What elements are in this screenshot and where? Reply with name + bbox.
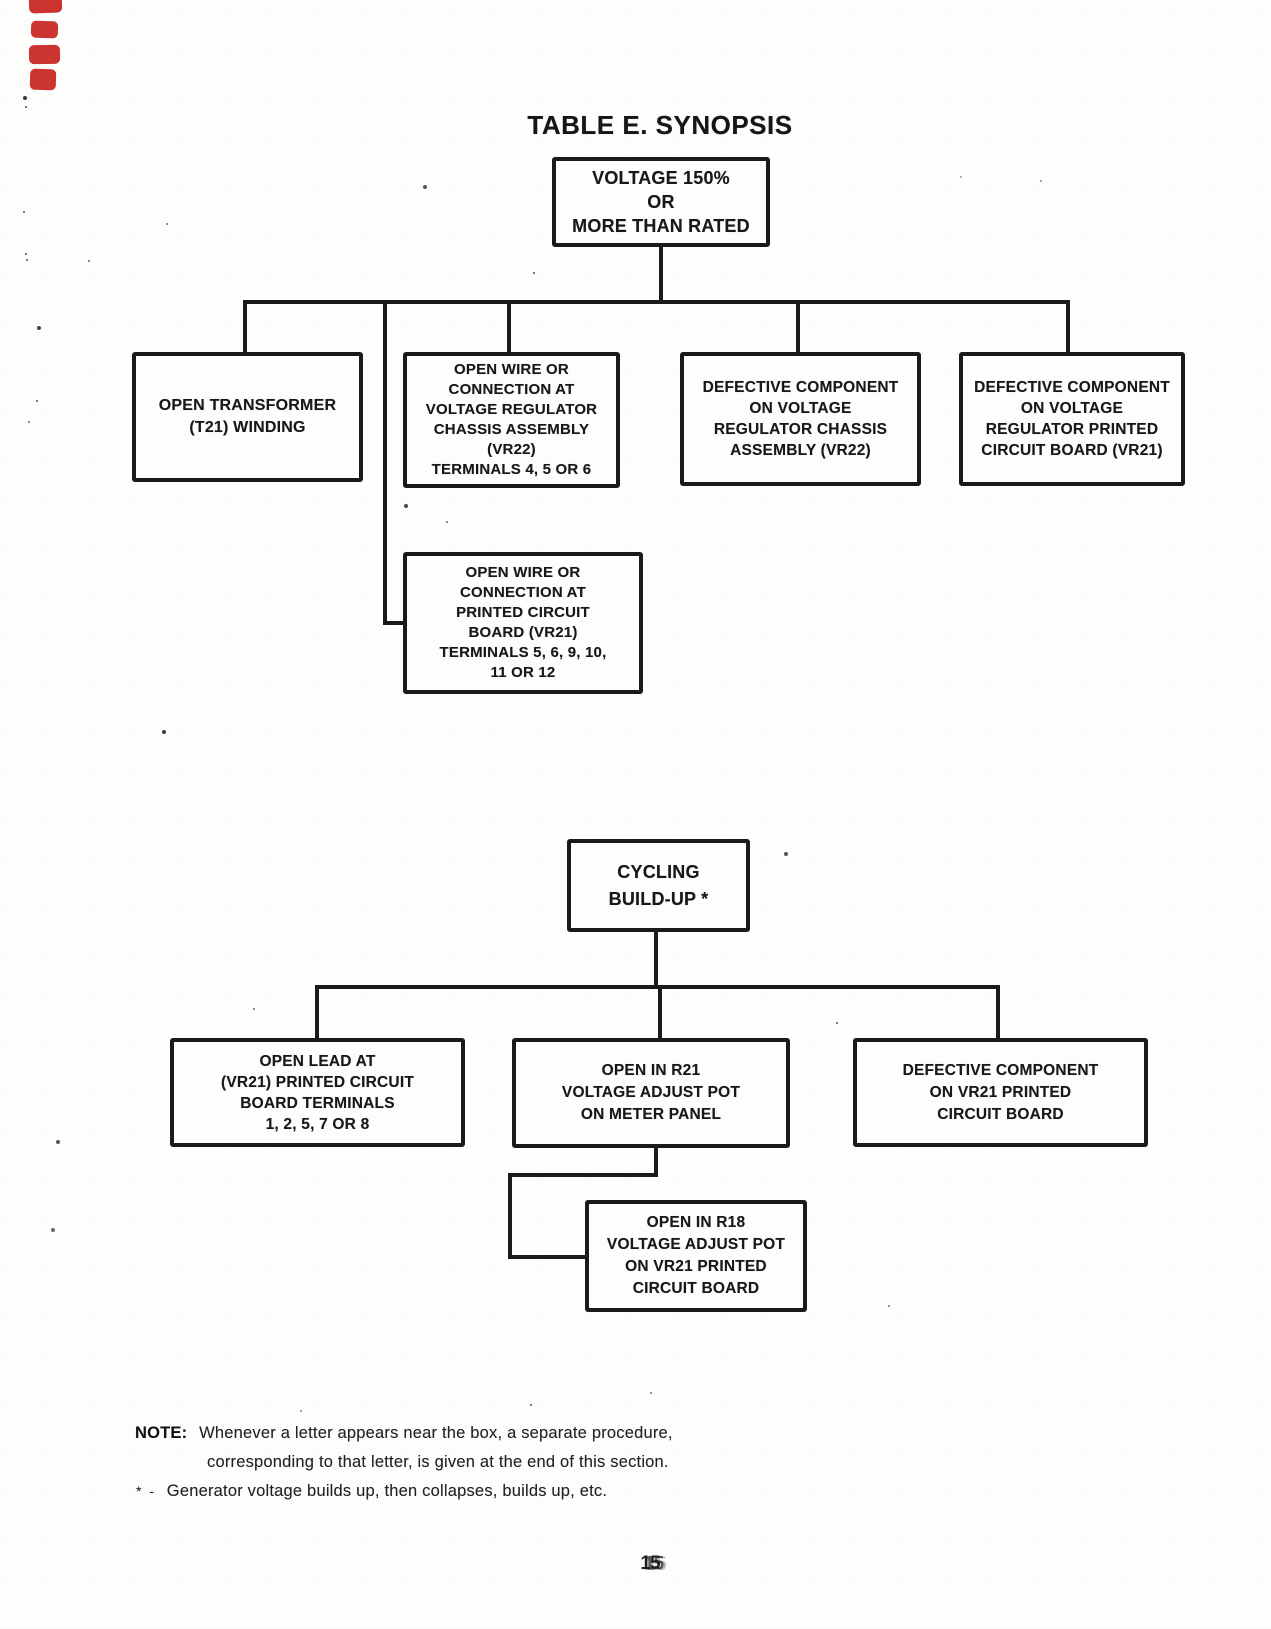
connector-tree2-z-vertical: [508, 1173, 512, 1259]
red-stamp-mark: [28, 0, 63, 14]
connector-tree2-bar: [315, 985, 1000, 989]
scan-noise-specks: [0, 0, 2, 2]
flowchart-box-open-lead-vr21: OPEN LEAD AT (VR21) PRINTED CIRCUIT BOAR…: [170, 1038, 465, 1147]
connector-tree2-root-stem: [654, 930, 658, 989]
note-line-1-text: Whenever a letter appears near the box, …: [199, 1424, 673, 1442]
page-title: TABLE E. SYNOPSIS: [527, 110, 793, 140]
connector-tree2-z-top: [508, 1173, 658, 1177]
flowchart-box-open-transformer: OPEN TRANSFORMER (T21) WINDING: [132, 352, 363, 482]
connector-tree1-drop-1: [243, 300, 247, 354]
flowchart-box-defective-vr22: DEFECTIVE COMPONENT ON VOLTAGE REGULATOR…: [680, 352, 921, 486]
footnote-line: * - Generator voltage builds up, then co…: [136, 1482, 607, 1501]
connector-tree2-z-stub: [654, 1146, 658, 1177]
note-line-2: corresponding to that letter, is given a…: [207, 1453, 669, 1472]
flowchart-box-cycling-buildup: CYCLING BUILD-UP *: [567, 839, 750, 932]
connector-tree1-root-stem: [659, 245, 663, 304]
note-line-2-text: corresponding to that letter, is given a…: [207, 1453, 669, 1471]
connector-tree2-drop-2: [658, 985, 662, 1040]
flowchart-box-voltage-150: VOLTAGE 150% OR MORE THAN RATED: [552, 157, 770, 247]
connector-tree1-elbow-horizontal: [383, 621, 407, 625]
footnote-text: Generator voltage builds up, then collap…: [166, 1482, 608, 1500]
connector-tree1-drop-4: [1066, 300, 1070, 354]
connector-tree1-drop-3: [796, 300, 800, 354]
connector-tree2-drop-3: [996, 985, 1000, 1040]
flowchart-box-open-wire-vr22: OPEN WIRE OR CONNECTION AT VOLTAGE REGUL…: [403, 352, 620, 488]
connector-tree2-drop-1: [315, 985, 319, 1040]
flowchart-box-open-wire-vr21: OPEN WIRE OR CONNECTION AT PRINTED CIRCU…: [403, 552, 643, 694]
connector-tree1-elbow-vertical: [383, 300, 387, 625]
red-stamp-mark: [29, 68, 57, 91]
red-stamp-mark: [28, 44, 61, 65]
page-number: 15: [640, 1553, 660, 1574]
connector-tree1-drop-2: [507, 300, 511, 354]
flowchart-box-open-r21-pot: OPEN IN R21 VOLTAGE ADJUST POT ON METER …: [512, 1038, 790, 1148]
flowchart-box-defective-vr21-printed: DEFECTIVE COMPONENT ON VR21 PRINTED CIRC…: [853, 1038, 1148, 1147]
note-label: NOTE:: [135, 1424, 188, 1442]
flowchart-box-open-r18-pot: OPEN IN R18 VOLTAGE ADJUST POT ON VR21 P…: [585, 1200, 807, 1312]
connector-tree2-z-bottom: [508, 1255, 589, 1259]
footnote-marker: * -: [136, 1483, 156, 1499]
red-stamp-mark: [30, 20, 59, 39]
connector-tree1-bar: [243, 300, 1070, 304]
flowchart-box-defective-vr21: DEFECTIVE COMPONENT ON VOLTAGE REGULATOR…: [959, 352, 1185, 486]
note-line-1: NOTE: Whenever a letter appears near the…: [135, 1424, 673, 1443]
